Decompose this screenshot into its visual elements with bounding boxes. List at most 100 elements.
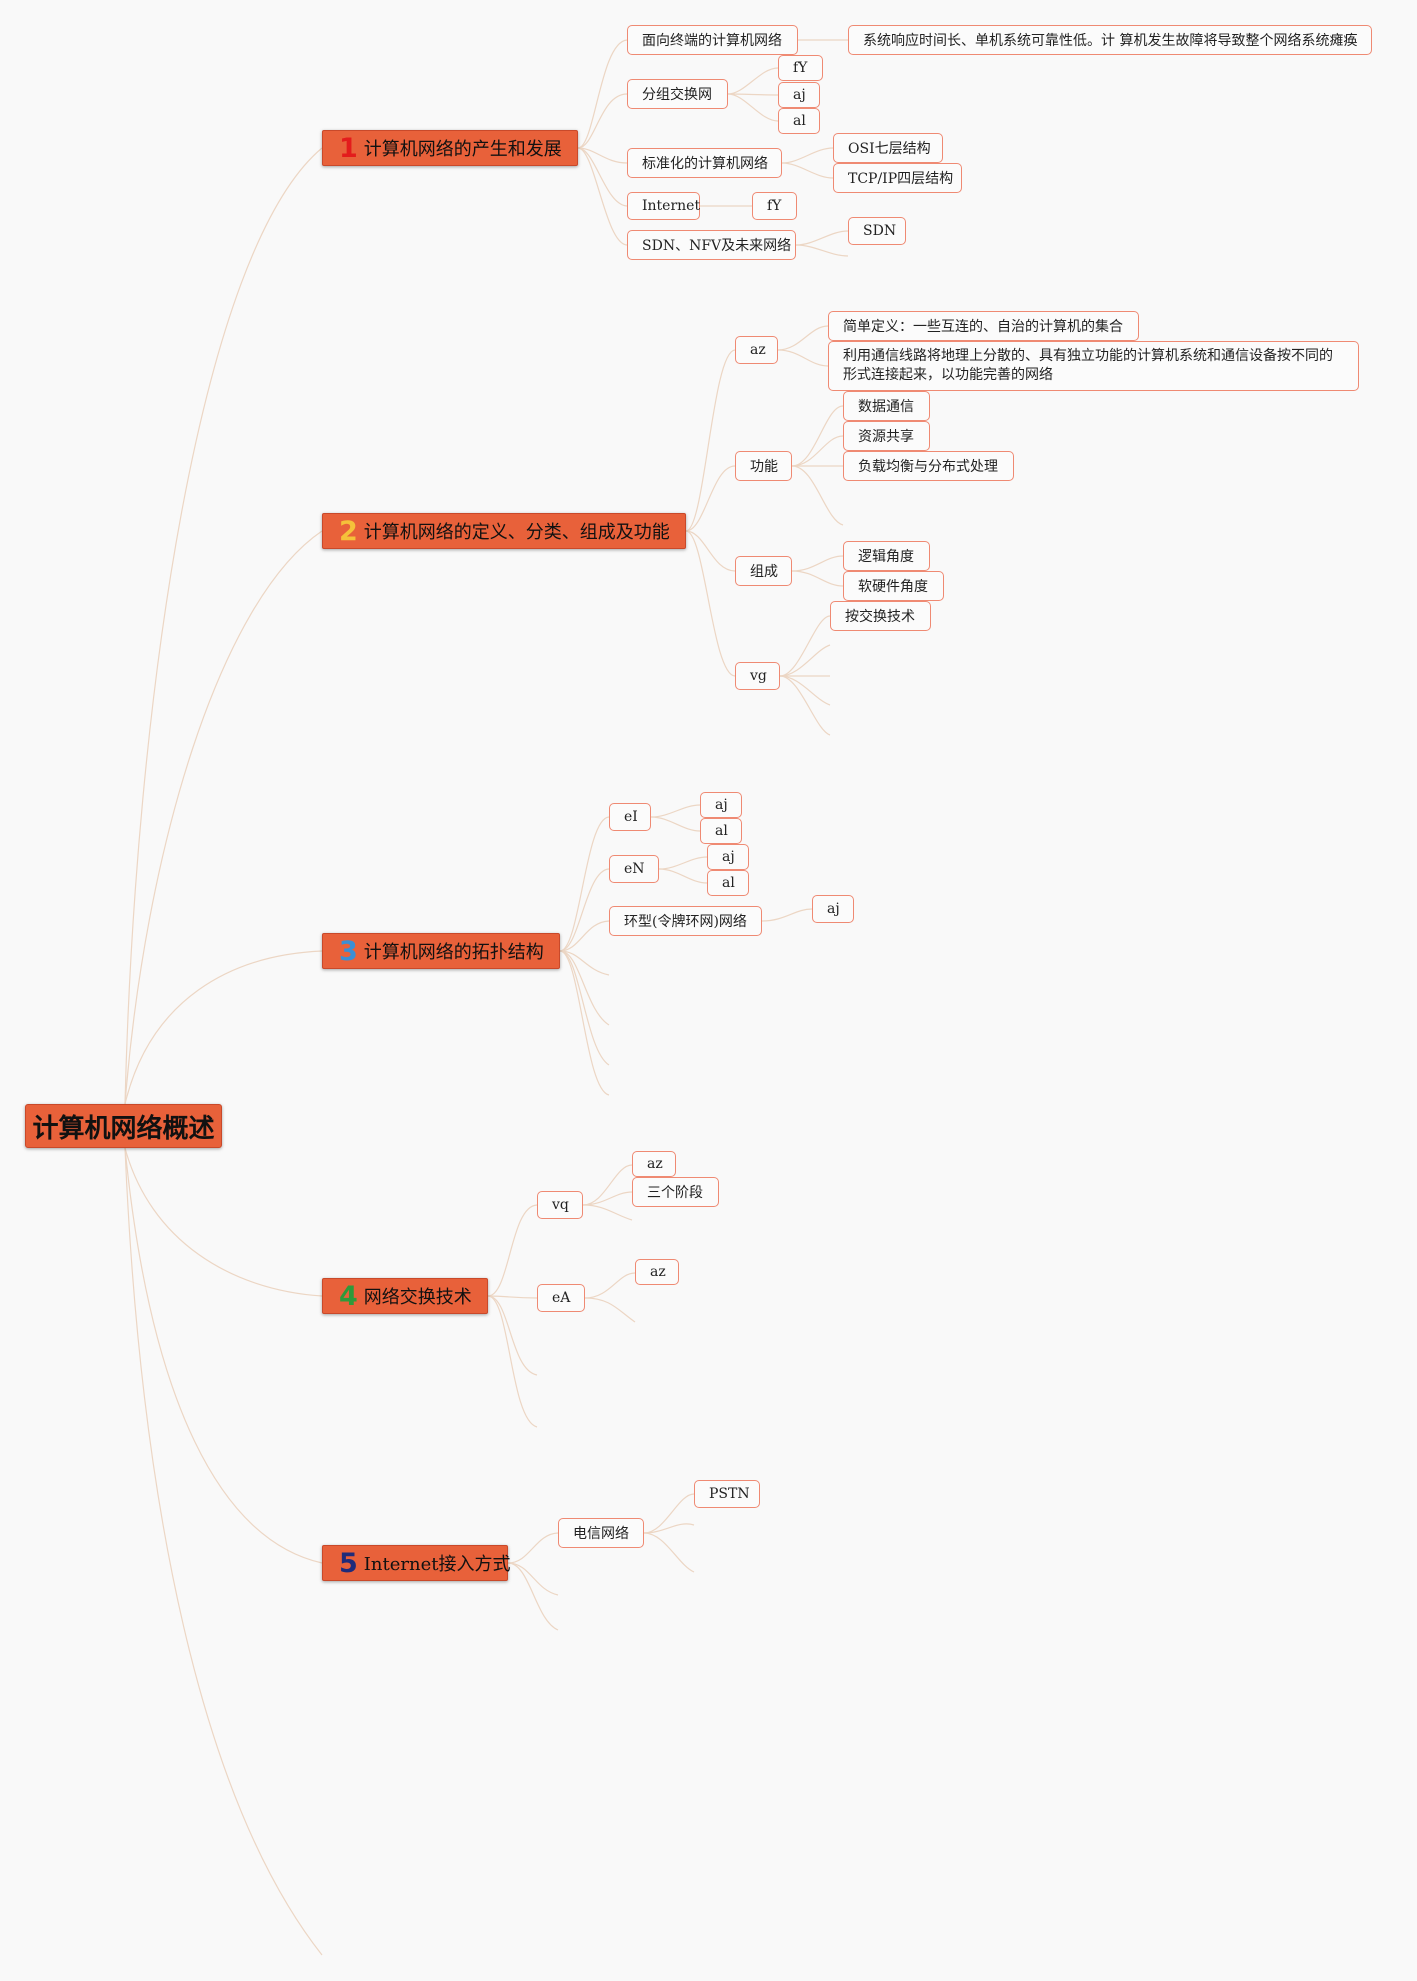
node-full-definition[interactable]: 利用通信线路将地理上分散的、具有独立功能的计算机系统和通信设备按不同的形式连接起… bbox=[828, 341, 1359, 391]
node-label: aj bbox=[793, 87, 806, 103]
node-label: 标准化的计算机网络 bbox=[642, 156, 768, 172]
branch-number: 4 bbox=[339, 1280, 358, 1312]
node-label: 逻辑角度 bbox=[858, 549, 914, 565]
node-label: vq bbox=[552, 1197, 569, 1213]
node-switching-ea[interactable]: eA bbox=[537, 1284, 585, 1312]
branch-number: 3 bbox=[339, 935, 358, 967]
node-tcpip[interactable]: TCP/IP四层结构 bbox=[833, 163, 962, 193]
node-data-communication[interactable]: 数据通信 bbox=[843, 391, 930, 421]
branch-title: Internet接入方式 bbox=[363, 1554, 511, 1575]
node-label: 电信网络 bbox=[573, 1526, 629, 1542]
root-topic[interactable]: 计算机网络概述 bbox=[25, 1104, 222, 1148]
node-label: OSI七层结构 bbox=[848, 141, 931, 157]
branch-title: 计算机网络的产生和发展 bbox=[363, 139, 562, 160]
branch-5-topic[interactable]: 5 Internet接入方式 bbox=[322, 1545, 511, 1581]
link-root-b2 bbox=[124, 530, 323, 1105]
branch-4-topic[interactable]: 4 网络交换技术 bbox=[322, 1278, 488, 1314]
link-root-b5 bbox=[124, 1147, 323, 1564]
node-packet-aj[interactable]: aj bbox=[778, 82, 820, 108]
node-vq-az[interactable]: az bbox=[632, 1151, 676, 1177]
node-label: al bbox=[715, 823, 728, 839]
node-en-al[interactable]: al bbox=[707, 870, 749, 896]
node-label: eI bbox=[624, 809, 638, 825]
branch-title: 计算机网络的定义、分类、组成及功能 bbox=[363, 522, 670, 543]
node-ei-al[interactable]: al bbox=[700, 818, 742, 844]
node-label: aj bbox=[722, 849, 735, 865]
node-label: al bbox=[793, 113, 806, 129]
node-label: fY bbox=[767, 198, 782, 214]
node-label: aj bbox=[827, 901, 840, 917]
node-label: eA bbox=[552, 1290, 571, 1306]
node-ea-az[interactable]: az bbox=[635, 1259, 679, 1285]
node-label: eN bbox=[624, 861, 645, 877]
node-label: PSTN bbox=[709, 1486, 750, 1502]
branch-number: 5 bbox=[339, 1547, 358, 1579]
node-load-balancing[interactable]: 负载均衡与分布式处理 bbox=[843, 451, 1014, 481]
branch-title: 网络交换技术 bbox=[363, 1287, 472, 1308]
node-terminal-network-note[interactable]: 系统响应时间长、单机系统可靠性低。计 算机发生故障将导致整个网络系统瘫痪 bbox=[848, 25, 1372, 55]
node-resource-sharing[interactable]: 资源共享 bbox=[843, 421, 930, 451]
node-topology-ei[interactable]: eI bbox=[609, 803, 651, 831]
node-label: SDN、NFV及未来网络 bbox=[642, 238, 792, 254]
node-label: 功能 bbox=[750, 459, 778, 475]
node-en-aj[interactable]: aj bbox=[707, 844, 749, 870]
node-ei-aj[interactable]: aj bbox=[700, 792, 742, 818]
node-ring-aj[interactable]: aj bbox=[812, 895, 854, 923]
node-hw-sw-view[interactable]: 软硬件角度 bbox=[843, 571, 944, 601]
node-logical-view[interactable]: 逻辑角度 bbox=[843, 541, 930, 571]
node-label: 简单定义：一些互连的、自治的计算机的集合 bbox=[843, 319, 1123, 335]
node-internet-fy[interactable]: fY bbox=[752, 192, 797, 220]
node-label: TCP/IP四层结构 bbox=[848, 171, 954, 187]
node-internet[interactable]: Internet bbox=[627, 192, 700, 220]
node-three-phases[interactable]: 三个阶段 bbox=[632, 1177, 719, 1207]
node-packet-switching[interactable]: 分组交换网 bbox=[627, 79, 728, 109]
node-by-switching-tech[interactable]: 按交换技术 bbox=[830, 601, 931, 631]
node-label: al bbox=[722, 875, 735, 891]
node-simple-definition[interactable]: 简单定义：一些互连的、自治的计算机的集合 bbox=[828, 311, 1139, 341]
node-pstn[interactable]: PSTN bbox=[694, 1480, 760, 1508]
node-label: az bbox=[650, 1264, 666, 1280]
node-definition[interactable]: az bbox=[735, 336, 778, 364]
branch-1-topic[interactable]: 1 计算机网络的产生和发展 bbox=[322, 130, 578, 166]
node-sdn[interactable]: SDN bbox=[848, 217, 906, 245]
node-label: fY bbox=[793, 60, 808, 76]
node-label: 数据通信 bbox=[858, 399, 914, 415]
node-label: 负载均衡与分布式处理 bbox=[858, 459, 998, 475]
node-switching-vq[interactable]: vq bbox=[537, 1191, 583, 1219]
node-label: SDN bbox=[863, 223, 897, 239]
node-label: 环型(令牌环网)网络 bbox=[624, 914, 747, 930]
node-label: Internet bbox=[642, 198, 701, 214]
link-root-b3 bbox=[124, 950, 323, 1105]
node-label: az bbox=[750, 342, 766, 358]
node-ring-network[interactable]: 环型(令牌环网)网络 bbox=[609, 906, 762, 936]
node-topology-en[interactable]: eN bbox=[609, 855, 659, 883]
node-terminal-network[interactable]: 面向终端的计算机网络 bbox=[627, 25, 798, 55]
node-composition[interactable]: 组成 bbox=[735, 556, 792, 586]
node-label: aj bbox=[715, 797, 728, 813]
node-label: az bbox=[647, 1156, 663, 1172]
node-functions[interactable]: 功能 bbox=[735, 451, 792, 481]
node-packet-al[interactable]: al bbox=[778, 108, 820, 134]
node-label: vg bbox=[750, 668, 767, 684]
branch-2-topic[interactable]: 2 计算机网络的定义、分类、组成及功能 bbox=[322, 513, 686, 549]
node-label: 资源共享 bbox=[858, 429, 914, 445]
link-root-b1 bbox=[124, 147, 323, 1105]
branch-number: 1 bbox=[339, 132, 358, 164]
node-label: 组成 bbox=[750, 564, 778, 580]
node-label: 按交换技术 bbox=[845, 609, 915, 625]
node-packet-fy[interactable]: fY bbox=[778, 55, 823, 81]
node-label: 面向终端的计算机网络 bbox=[642, 33, 782, 49]
node-osi[interactable]: OSI七层结构 bbox=[833, 133, 943, 163]
branch-title: 计算机网络的拓扑结构 bbox=[363, 942, 544, 963]
node-label: 三个阶段 bbox=[647, 1185, 703, 1201]
branch-3-topic[interactable]: 3 计算机网络的拓扑结构 bbox=[322, 933, 560, 969]
node-sdn-nfv[interactable]: SDN、NFV及未来网络 bbox=[627, 230, 796, 260]
node-telecom-network[interactable]: 电信网络 bbox=[558, 1518, 644, 1548]
node-classification[interactable]: vg bbox=[735, 662, 780, 690]
node-label: 利用通信线路将地理上分散的、具有独立功能的计算机系统和通信设备按不同的形式连接起… bbox=[843, 348, 1333, 383]
node-label: 系统响应时间长、单机系统可靠性低。计 算机发生故障将导致整个网络系统瘫痪 bbox=[863, 33, 1358, 49]
node-label: 分组交换网 bbox=[642, 87, 712, 103]
node-standard-network[interactable]: 标准化的计算机网络 bbox=[627, 148, 782, 178]
